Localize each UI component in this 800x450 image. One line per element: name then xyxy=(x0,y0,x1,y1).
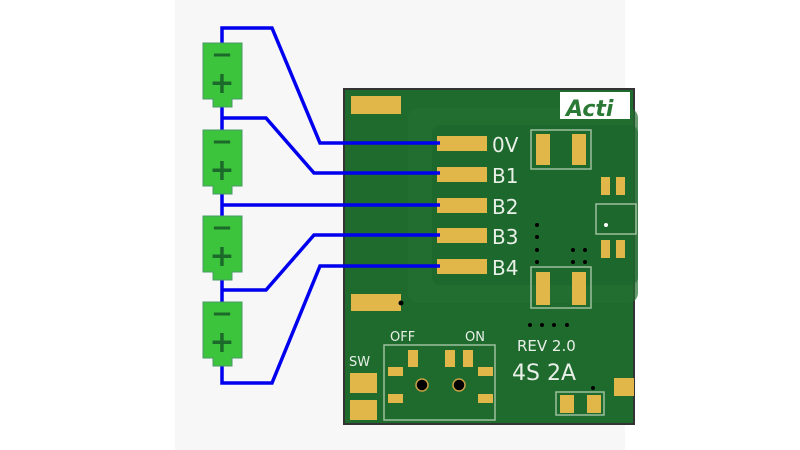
plus-icon: + xyxy=(209,239,234,274)
battery-cells: − + − + − + − + xyxy=(202,40,243,367)
wire-b1 xyxy=(222,116,440,175)
power-switch[interactable] xyxy=(383,344,496,421)
wire-b4 xyxy=(220,264,440,385)
logo-text: Acti xyxy=(564,97,614,122)
battery-pads xyxy=(437,136,487,274)
pad-b2 xyxy=(437,198,487,213)
mount-pad xyxy=(351,96,401,114)
wires xyxy=(220,26,440,385)
minus-icon: − xyxy=(211,213,233,243)
smd-components xyxy=(351,129,637,416)
rating-label: 4S 2A xyxy=(512,361,576,386)
switch-off-label: OFF xyxy=(390,330,415,345)
pad-b3 xyxy=(437,228,487,243)
sw-pad xyxy=(350,373,377,393)
battery-cell: − + xyxy=(202,40,243,108)
label-b2: B2 xyxy=(492,195,518,219)
logo-box xyxy=(560,92,630,119)
revision-label: REV 2.0 xyxy=(517,337,576,355)
pcb-board: Acti 0V B1 B2 B3 B4 xyxy=(343,88,638,425)
switch-on-label: ON xyxy=(465,330,485,345)
minus-icon: − xyxy=(211,40,233,70)
pad-b4 xyxy=(437,259,487,274)
plus-icon: + xyxy=(209,66,234,101)
pad-b1 xyxy=(437,167,487,182)
sw-pad xyxy=(350,400,377,420)
label-0v: 0V xyxy=(492,133,519,157)
switch-sw-label: SW xyxy=(349,355,370,370)
minus-icon: − xyxy=(211,299,233,329)
battery-cell: − + xyxy=(202,299,243,367)
label-b1: B1 xyxy=(492,164,518,188)
label-b3: B3 xyxy=(492,225,518,249)
label-b4: B4 xyxy=(492,256,518,280)
wire-b3 xyxy=(222,233,440,292)
wire-0v xyxy=(220,26,440,145)
battery-cell: − + xyxy=(202,213,243,281)
pad-0v xyxy=(437,136,487,151)
plus-icon: + xyxy=(209,325,234,360)
plus-icon: + xyxy=(209,153,234,188)
battery-cell: − + xyxy=(202,127,243,195)
minus-icon: − xyxy=(211,127,233,157)
